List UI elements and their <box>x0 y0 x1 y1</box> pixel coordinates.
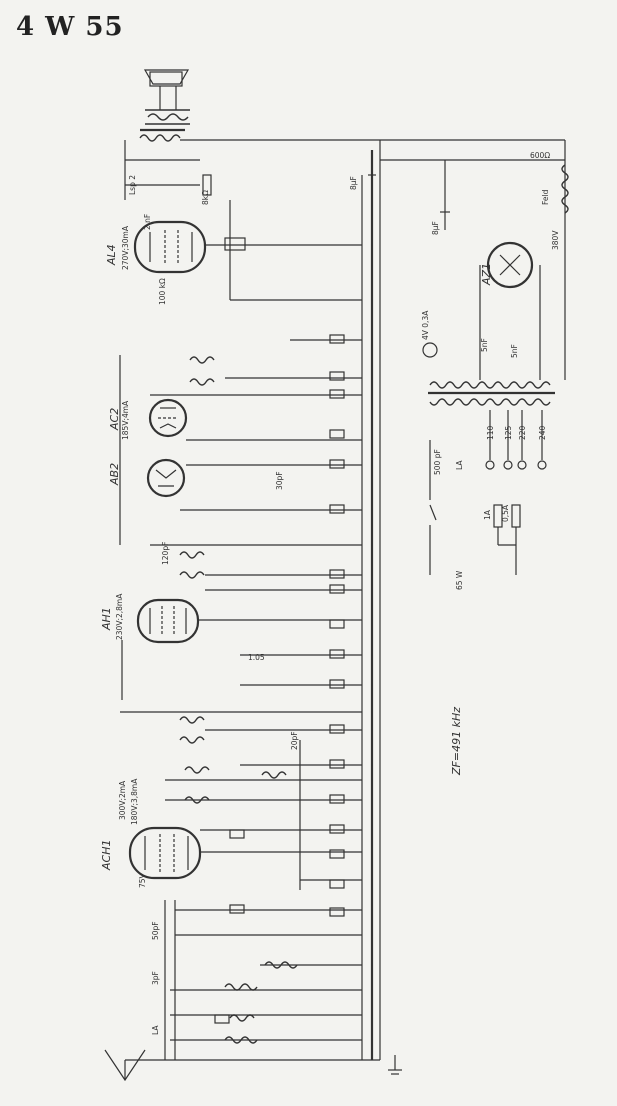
c5nf2-label: 5nF <box>510 344 519 358</box>
lamp-label: 4V 0,3A <box>421 310 430 340</box>
la2-label: LA <box>455 460 464 470</box>
mains-240: 240 <box>538 425 547 440</box>
al4-tube <box>133 220 207 274</box>
ac2-label: AC2 <box>108 408 121 431</box>
ab2-tube <box>146 458 186 498</box>
antenna-icon <box>104 1049 146 1082</box>
fuse2-label: 0,5A <box>501 504 510 522</box>
osc-coils <box>224 961 298 1044</box>
r100-label: 100 kΩ <box>158 278 167 305</box>
r105-label: 1.05 <box>248 653 265 662</box>
la-label: LA <box>151 1025 160 1035</box>
mains-220: 220 <box>518 425 527 440</box>
az1-label: AZ1 <box>480 263 493 286</box>
az1-voltage: 380V <box>551 230 560 250</box>
mains-125: 125 <box>504 425 513 440</box>
mains-selector <box>485 410 547 470</box>
az1-tube <box>479 241 541 380</box>
r8k-label: 8kΩ <box>201 190 210 205</box>
ach1-rating-a: 300V;2mA <box>118 780 127 820</box>
fuse-05a <box>511 504 521 528</box>
page-title: 4 W 55 <box>16 12 124 42</box>
ach1-tube <box>128 826 202 880</box>
power-transformer <box>428 381 555 406</box>
c8b-label: 8μF <box>431 221 440 235</box>
if-transformer-3 <box>179 716 205 744</box>
c500pf-label: 500 pF <box>433 449 442 475</box>
branch-wires <box>120 299 380 1061</box>
c120pf-label: 120pF <box>161 542 170 565</box>
power-label: 65 W <box>455 570 464 590</box>
if-transformer-1 <box>189 356 215 386</box>
c30pf-label: 30pF <box>275 471 284 490</box>
lsp-label: Lsp 2 <box>128 175 137 195</box>
c5nf-label: 5nF <box>480 338 489 352</box>
if-transformer-2 <box>179 551 205 579</box>
pilot-lamp-icon <box>422 342 438 358</box>
field-r-label: 600Ω <box>530 151 550 160</box>
c50pf-label: 50pF <box>151 921 160 940</box>
mains-switch <box>429 504 437 521</box>
al4-rating: 270V;30mA <box>121 225 130 270</box>
ach1-k-label: 75V <box>138 872 147 888</box>
speaker-icon <box>143 69 190 125</box>
output-transformer <box>124 128 200 200</box>
c20pf-label: 20pF <box>290 731 299 750</box>
al4-resistor <box>224 237 246 251</box>
ah1-rating: 230V;2,8mA <box>115 593 124 640</box>
ground-symbol-icon <box>388 1055 402 1075</box>
ac2-tube <box>148 398 188 438</box>
field-label: Feld <box>541 189 550 205</box>
ah1-tube <box>136 598 200 644</box>
ab2-label: AB2 <box>108 463 121 486</box>
c2nf-label: 2 nF <box>143 214 152 230</box>
ac2-rating: 185V;4mA <box>121 400 130 440</box>
fuse1-label: 1A <box>483 509 492 520</box>
ah1-label: AH1 <box>100 607 113 631</box>
if-frequency-label: ZF=491 kHz <box>450 707 463 776</box>
left-rails <box>119 200 301 1060</box>
c8-label: 8μF <box>349 176 358 190</box>
c3pf-label: 3pF <box>151 971 160 985</box>
ach1-rating-b: 180V;3,8mA <box>130 778 139 825</box>
mains-110: 110 <box>486 425 495 440</box>
resistor-8k <box>202 174 212 196</box>
al4-label: AL4 <box>105 244 118 266</box>
if-transformer-4 <box>184 766 287 804</box>
ach1-label: ACH1 <box>100 840 113 871</box>
component-stack <box>214 334 345 1024</box>
